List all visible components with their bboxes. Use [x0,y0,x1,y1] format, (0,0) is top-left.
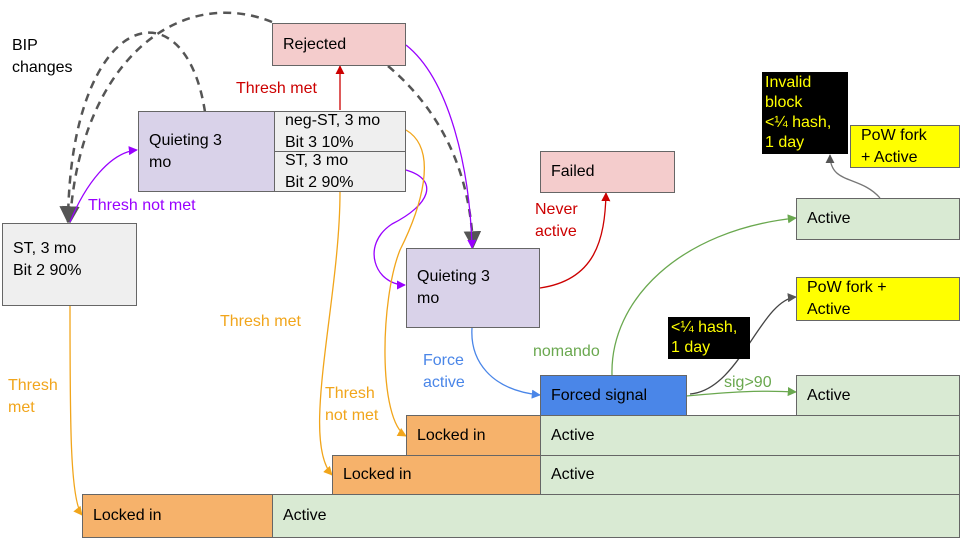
dashed-arrow-rejected-to-quieting [387,65,482,249]
box-quieting-top: Quieting 3 mo [138,111,275,192]
arrow-st-top-to-locked [318,191,341,476]
arrow-sig-to-active [685,387,797,397]
label-nomando: nomando [533,343,600,360]
arrow-st-left-to-locked [69,305,83,516]
box-locked-in-2: Locked in [332,455,541,495]
box-forced-signal: Forced signal [540,375,687,416]
label-never-active: Never active [535,201,578,240]
box-neg-st: neg-ST, 3 mo Bit 3 10% [274,111,406,152]
arrow-neg-st-to-locked [384,129,425,437]
box-active-row3: Active [272,494,960,538]
label-thresh-met-red: Thresh met [236,80,317,97]
box-locked-in-3: Locked in [82,494,273,538]
callout-quarter-hash: <¼ hash, 1 day [668,317,750,359]
box-failed: Failed [540,151,675,193]
arrow-force-active [471,327,541,399]
callout-invalid-block: Invalid block <¼ hash, 1 day [762,72,848,154]
box-st-left: ST, 3 mo Bit 2 90% [2,223,137,306]
label-thresh-met-orange: Thresh met [220,313,301,330]
label-thresh-met-left: Thresh met [8,377,58,416]
box-st-top: ST, 3 mo Bit 2 90% [274,151,406,192]
label-bip-changes: BIP changes [12,37,73,76]
dashed-arrow-rejected-to-st [62,11,273,224]
label-thresh-not-met-purple: Thresh not met [88,197,196,214]
arrow-thresh-not-met [69,146,138,223]
label-force-active: Force active [423,352,465,391]
arrow-never-active-to-failed [539,192,611,289]
box-pow-fork-mid: PoW fork + Active [796,277,960,321]
arrow-active-to-pow-fork [825,154,881,199]
label-thresh-not-met-orange: Thresh not met [325,385,379,424]
box-active-row1: Active [540,415,960,456]
box-pow-fork-top: PoW fork + Active [850,125,960,168]
arrow-st-to-quieting [373,169,428,290]
arrow-nomando [611,214,797,376]
dashed-arrow-quieting-to-st [59,31,207,224]
box-active-top: Active [796,198,960,240]
box-rejected: Rejected [272,23,406,66]
box-quieting-mid: Quieting 3 mo [406,248,540,328]
label-sig-gt-90: sig>90 [724,374,772,391]
box-active-sig: Active [796,375,960,416]
box-locked-in-1: Locked in [406,415,541,456]
box-active-row2: Active [540,455,960,495]
arrow-rejected-to-quieting [405,44,477,249]
